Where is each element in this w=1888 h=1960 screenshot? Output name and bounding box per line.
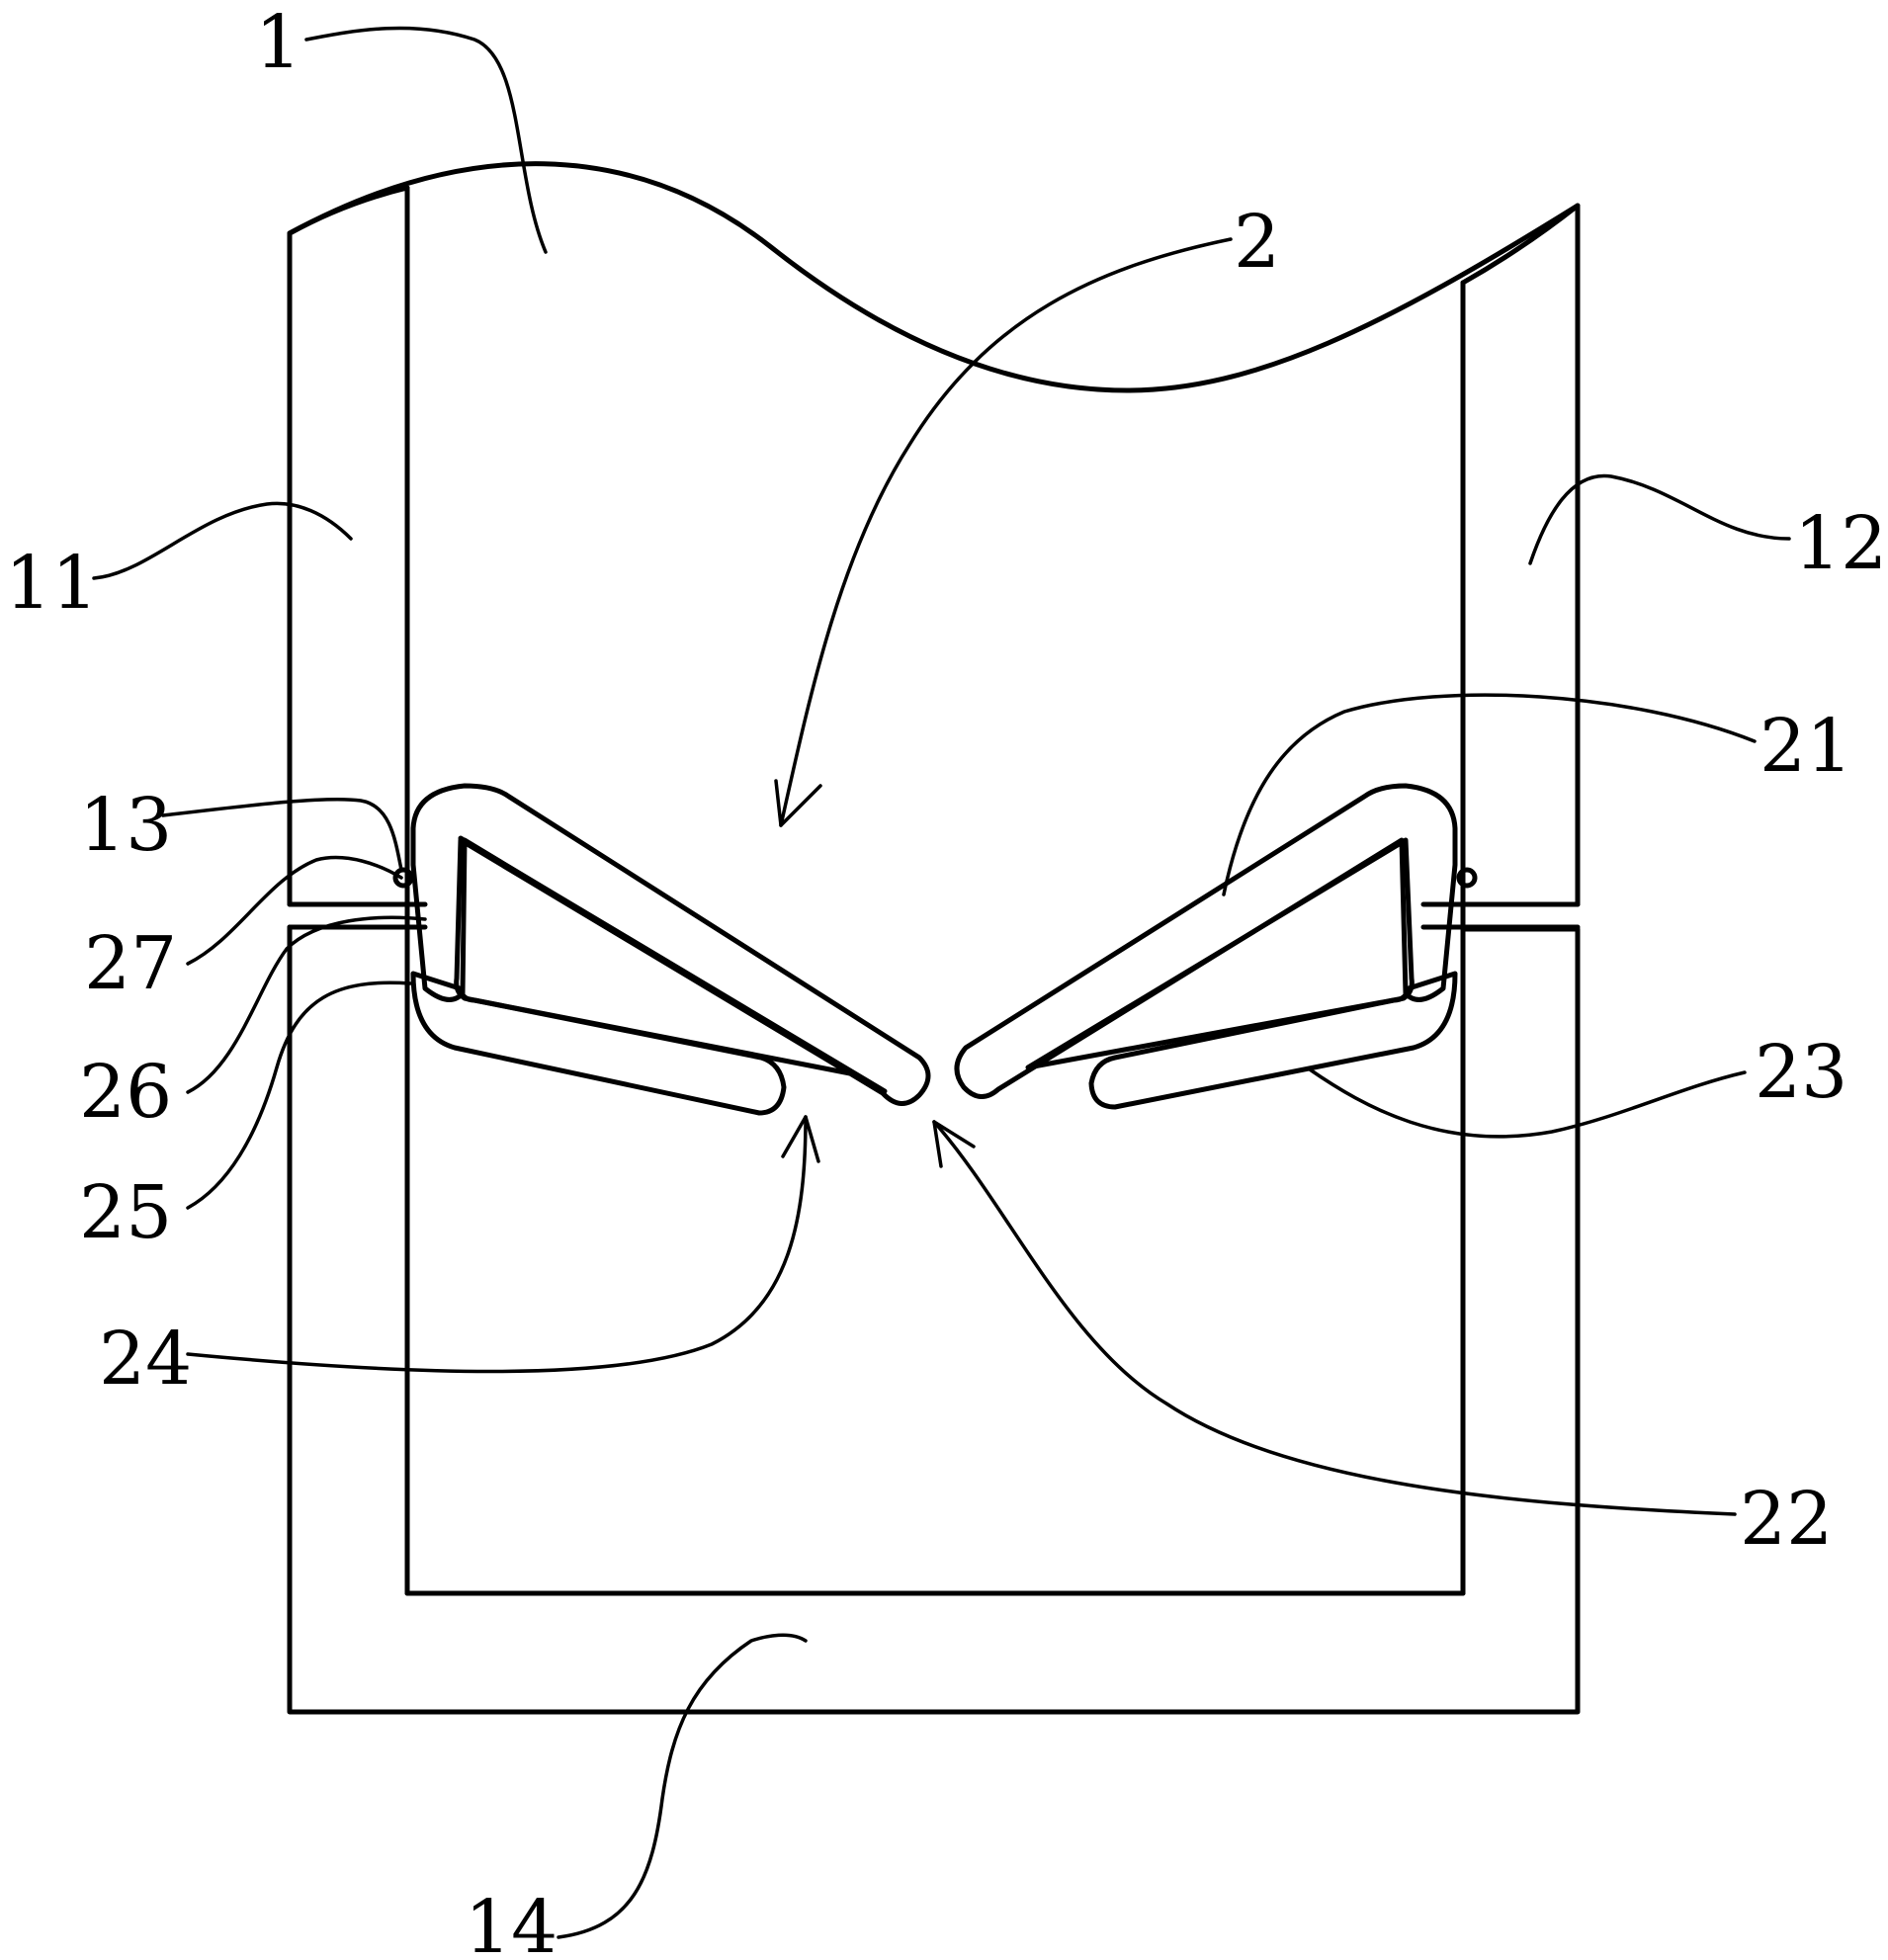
- label-22: 22: [1740, 1477, 1833, 1562]
- leader-12: [1528, 473, 1791, 565]
- leader-24: [186, 1115, 808, 1374]
- leader-22: [932, 1120, 1737, 1516]
- label-26: 26: [79, 1050, 172, 1135]
- label-13: 13: [79, 783, 172, 868]
- label-23: 23: [1755, 1030, 1847, 1115]
- leader-11: [92, 501, 353, 580]
- label-25: 25: [79, 1170, 172, 1255]
- arrow-22-head: [932, 1120, 976, 1168]
- leader-2: [779, 237, 1233, 827]
- leader-23: [1308, 1067, 1747, 1139]
- right-wall-upper: [1460, 203, 1581, 907]
- right-valve-lower-flap: [1088, 971, 1458, 1110]
- left-seam-dot: [392, 867, 414, 889]
- leader-26: [186, 915, 427, 1094]
- leader-1: [304, 26, 548, 254]
- bag-body: [287, 161, 1581, 393]
- right-valve-inner-triangle: [1025, 837, 1415, 1070]
- label-11: 11: [5, 541, 98, 626]
- right-seam-dot: [1456, 867, 1478, 889]
- label-27: 27: [84, 921, 177, 1006]
- right-valve-upper-flap: [954, 783, 1458, 1099]
- label-21: 21: [1759, 704, 1852, 789]
- label-14: 14: [465, 1885, 558, 1960]
- leader-21: [1222, 693, 1757, 896]
- label-1: 1: [255, 0, 301, 85]
- label-24: 24: [99, 1317, 192, 1402]
- left-wall-lower: [287, 924, 1581, 1715]
- leader-27: [186, 855, 403, 966]
- leader-14: [557, 1633, 808, 1939]
- label-2: 2: [1234, 200, 1280, 285]
- leader-25: [186, 980, 412, 1210]
- left-valve-lower-flap: [410, 971, 787, 1116]
- arrow-24-head: [781, 1115, 820, 1163]
- leader-13: [161, 797, 403, 872]
- left-wall-upper: [287, 185, 410, 907]
- arrow-2-head: [774, 779, 822, 827]
- label-12: 12: [1794, 501, 1887, 586]
